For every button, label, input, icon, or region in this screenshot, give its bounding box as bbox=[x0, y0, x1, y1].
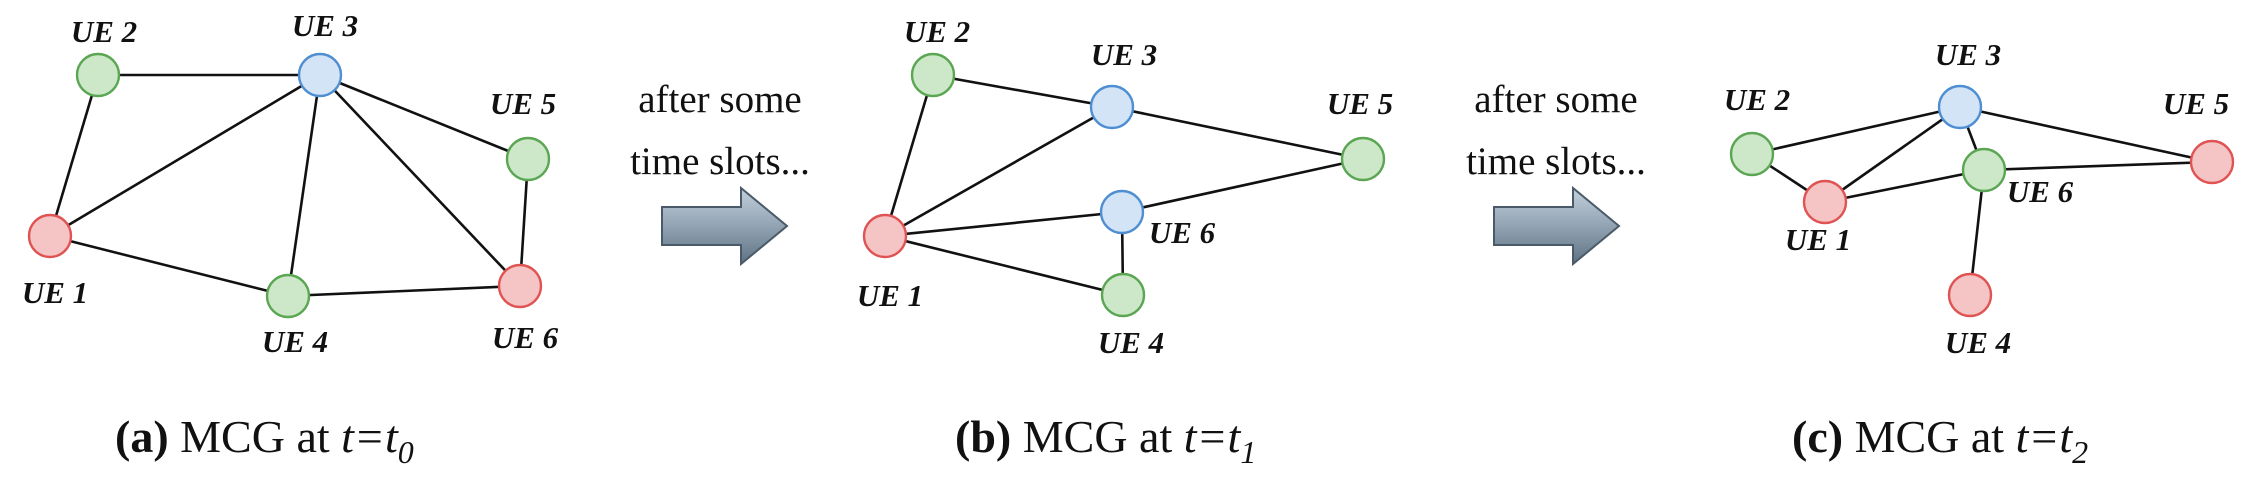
caption-c-eq: =t bbox=[2028, 411, 2073, 462]
edge-ue2-ue3 bbox=[1751, 105, 1961, 156]
panel-a: UE 1 UE 2 UE 3 UE 4 UE 5 UE 6 bbox=[22, 8, 559, 359]
right-arrow-icon bbox=[1493, 185, 1621, 267]
node-ue1 bbox=[862, 213, 908, 259]
node-ue2 bbox=[1729, 131, 1775, 177]
edge-ue1-ue4 bbox=[49, 234, 289, 298]
caption-b-sub: 1 bbox=[1240, 434, 1256, 470]
transition-2: after some time slots... bbox=[1466, 78, 1646, 267]
node-ue4 bbox=[265, 273, 311, 319]
transition-1: after some time slots... bbox=[630, 78, 810, 267]
panel-c: UE 1 UE 2 UE 3 UE 4 UE 5 UE 6 bbox=[1724, 37, 2235, 360]
edge-ue1-ue2 bbox=[883, 74, 935, 237]
node-label-ue1: UE 1 bbox=[857, 278, 923, 313]
node-ue6 bbox=[1099, 189, 1145, 235]
node-label-ue2: UE 2 bbox=[71, 14, 137, 49]
node-ue5 bbox=[1340, 136, 1386, 182]
edge-ue6-ue5 bbox=[1121, 157, 1364, 214]
caption-c-text: MCG at bbox=[1843, 411, 2016, 462]
node-label-ue2: UE 2 bbox=[904, 14, 970, 49]
edge-ue1-ue6 bbox=[884, 210, 1123, 238]
node-ue3 bbox=[297, 52, 343, 98]
edge-ue3-ue4 bbox=[286, 74, 322, 297]
node-label-ue6: UE 6 bbox=[492, 320, 559, 355]
edge-ue1-ue3 bbox=[49, 73, 321, 238]
right-arrow-icon bbox=[661, 185, 789, 267]
node-ue5 bbox=[505, 136, 551, 182]
node-ue3 bbox=[1937, 84, 1983, 130]
edge-ue6-ue5 bbox=[1983, 160, 2213, 172]
node-ue6 bbox=[497, 263, 543, 309]
caption-a-tag: (a) bbox=[115, 411, 169, 462]
caption-b: (b) MCG at t=t1 bbox=[955, 411, 1256, 470]
node-ue1 bbox=[27, 213, 73, 259]
caption-b-eq: =t bbox=[1197, 411, 1242, 462]
edge-ue1-ue6 bbox=[1824, 168, 1985, 204]
caption-a-eq: =t bbox=[354, 411, 399, 462]
transition-1-line1: after some bbox=[638, 78, 802, 121]
transition-2-line1: after some bbox=[1474, 78, 1638, 121]
node-ue3 bbox=[1089, 84, 1135, 130]
node-ue2 bbox=[75, 52, 121, 98]
edge-ue1-ue3 bbox=[884, 105, 1113, 238]
node-label-ue4: UE 4 bbox=[1945, 325, 2011, 360]
node-label-ue3: UE 3 bbox=[1935, 37, 2001, 72]
caption-a-text: MCG at bbox=[169, 411, 342, 462]
node-label-ue5: UE 5 bbox=[1327, 86, 1393, 121]
node-label-ue4: UE 4 bbox=[262, 324, 328, 359]
edge-ue3-ue5 bbox=[319, 73, 529, 161]
node-ue2 bbox=[910, 52, 956, 98]
node-label-ue5: UE 5 bbox=[490, 86, 556, 121]
caption-c-var: t bbox=[2016, 411, 2030, 462]
node-label-ue1: UE 1 bbox=[1785, 222, 1851, 257]
caption-c: (c) MCG at t=t2 bbox=[1792, 411, 2088, 470]
node-label-ue2: UE 2 bbox=[1724, 82, 1790, 117]
edge-ue3-ue5 bbox=[1959, 105, 2213, 164]
caption-c-tag: (c) bbox=[1792, 411, 1843, 462]
edge-ue2-ue3 bbox=[932, 73, 1113, 109]
node-ue4 bbox=[1100, 272, 1146, 318]
edge-ue1-ue4 bbox=[884, 234, 1124, 297]
node-label-ue4: UE 4 bbox=[1098, 325, 1164, 360]
transition-1-line2: time slots... bbox=[630, 140, 810, 183]
node-label-ue5: UE 5 bbox=[2163, 86, 2229, 121]
node-ue1 bbox=[1802, 179, 1848, 225]
node-label-ue3: UE 3 bbox=[292, 8, 358, 43]
caption-a-var: t bbox=[341, 411, 355, 462]
node-label-ue6: UE 6 bbox=[2007, 174, 2074, 209]
edge-ue1-ue3 bbox=[1824, 105, 1961, 204]
caption-a-sub: 0 bbox=[398, 434, 414, 470]
caption-b-var: t bbox=[1184, 411, 1198, 462]
node-label-ue6: UE 6 bbox=[1149, 215, 1216, 250]
transition-2-line2: time slots... bbox=[1466, 140, 1646, 183]
caption-b-tag: (b) bbox=[955, 411, 1011, 462]
edge-ue1-ue2 bbox=[48, 74, 100, 237]
caption-b-text: MCG at bbox=[1011, 411, 1184, 462]
edge-ue3-ue5 bbox=[1111, 105, 1364, 161]
node-ue5 bbox=[2189, 139, 2235, 185]
node-label-ue1: UE 1 bbox=[22, 275, 88, 310]
node-ue6 bbox=[1961, 147, 2007, 193]
panel-b: UE 1 UE 2 UE 3 UE 4 UE 5 UE 6 bbox=[857, 14, 1393, 360]
edge-ue3-ue6 bbox=[319, 74, 521, 287]
caption-a: (a) MCG at t=t0 bbox=[115, 411, 414, 470]
panels-layer: UE 1 UE 2 UE 3 UE 4 UE 5 UE 6 UE 1 UE 2 UE 3 UE 4… bbox=[22, 8, 2235, 360]
node-ue4 bbox=[1947, 272, 1993, 318]
caption-c-sub: 2 bbox=[2072, 434, 2088, 470]
node-label-ue3: UE 3 bbox=[1091, 37, 1157, 72]
edge-ue4-ue6 bbox=[287, 284, 521, 298]
